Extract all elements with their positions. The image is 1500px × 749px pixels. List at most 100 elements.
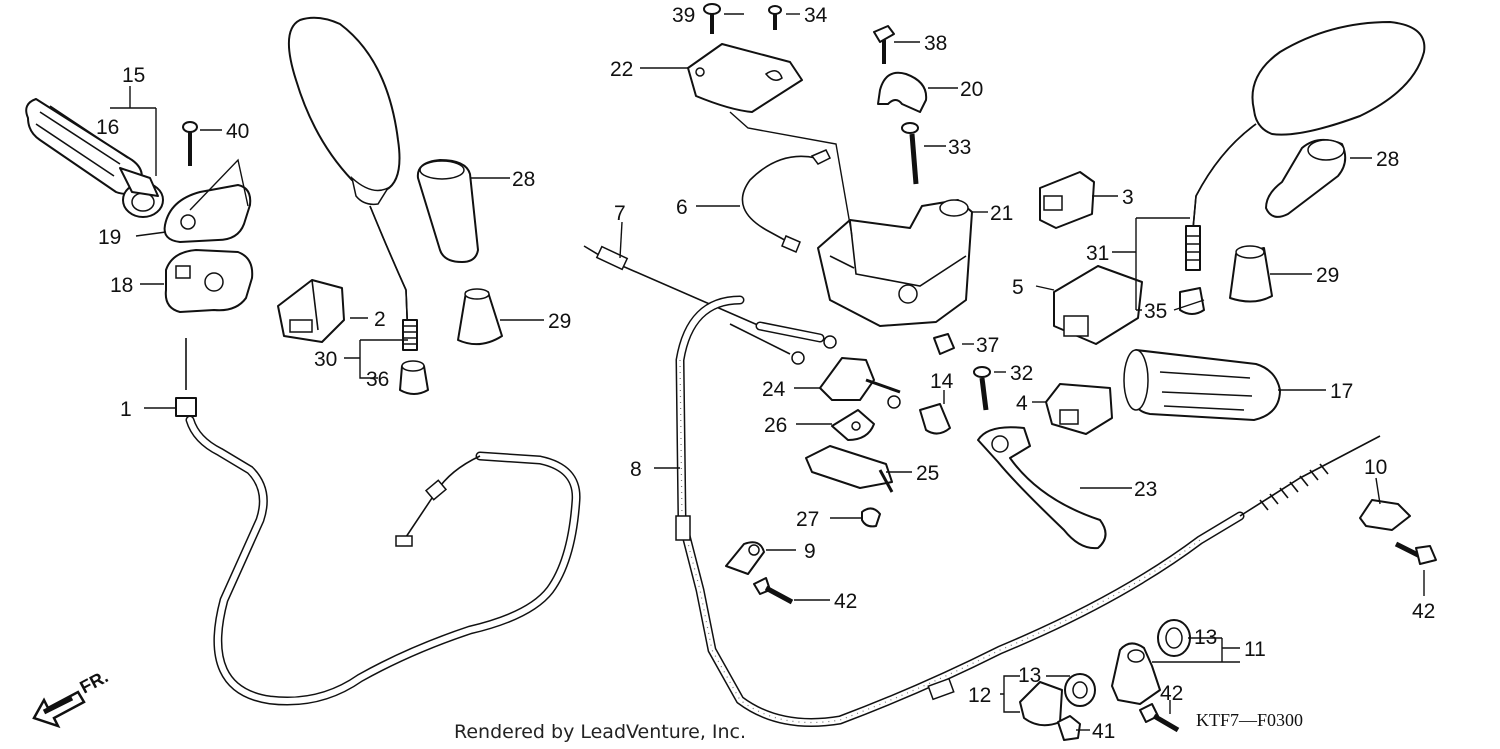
callout-40: 40 — [226, 120, 249, 143]
switch-cover-22 — [687, 43, 803, 113]
bolt-38 — [873, 25, 895, 64]
bolt-32 — [973, 366, 991, 411]
leader-lines — [110, 13, 1425, 731]
callout-23: 23 — [1134, 478, 1157, 501]
cable-7 — [583, 245, 837, 365]
callout-labels: 15 16 40 19 18 1 2 30 36 28 29 39 34 22 … — [96, 4, 1435, 743]
callout-5: 5 — [1012, 276, 1024, 299]
throttle-housing-upper — [163, 184, 252, 243]
bolt-42-bottom — [1139, 703, 1180, 733]
mirror-boot-left-lower — [457, 288, 503, 346]
cable-clamp-9 — [725, 541, 765, 575]
throttle-cable — [175, 338, 581, 706]
callout-38: 38 — [924, 32, 947, 55]
callout-13-lower: 13 — [1018, 664, 1041, 687]
callout-3: 3 — [1122, 186, 1134, 209]
screw-40 — [182, 121, 198, 166]
callout-2: 2 — [374, 308, 386, 331]
callout-14: 14 — [930, 370, 954, 393]
callout-29-left: 29 — [548, 310, 571, 333]
bolt-42-right — [1394, 541, 1437, 565]
callout-25: 25 — [916, 462, 939, 485]
callout-9: 9 — [804, 540, 816, 563]
callout-28-left: 28 — [512, 168, 535, 191]
grommet-13-lower — [1064, 673, 1096, 707]
front-direction-arrow: FR. — [32, 666, 111, 729]
diagram-code: KTF7—F0300 — [1196, 710, 1303, 730]
callout-28-right: 28 — [1376, 148, 1399, 171]
callout-22: 22 — [610, 58, 633, 81]
callout-20: 20 — [960, 78, 983, 101]
front-direction-label: FR. — [76, 666, 111, 697]
grommet-13-upper — [1157, 619, 1191, 657]
callout-31: 31 — [1086, 242, 1109, 265]
callout-12: 12 — [968, 684, 991, 707]
mirror-boot-right — [1265, 138, 1347, 218]
switch-housing-21 — [817, 199, 973, 327]
screw-34 — [768, 5, 782, 30]
dust-seal-14 — [919, 403, 951, 435]
callout-42-center: 42 — [834, 590, 857, 613]
callout-42-right: 42 — [1412, 600, 1435, 623]
callout-41: 41 — [1092, 720, 1115, 743]
right-grip — [1123, 349, 1281, 421]
brake-cable-8 — [675, 295, 1381, 727]
callout-29-right: 29 — [1316, 264, 1339, 287]
callout-27: 27 — [796, 508, 819, 531]
cable-guide-11 — [1111, 642, 1161, 705]
left-grip — [25, 98, 164, 218]
callout-4: 4 — [1016, 392, 1028, 415]
nut-35 — [1179, 287, 1205, 315]
switch-5 — [1053, 265, 1143, 345]
callout-6: 6 — [676, 196, 688, 219]
callout-33: 33 — [948, 136, 971, 159]
throttle-housing-lower — [164, 249, 254, 313]
right-mirror — [1185, 21, 1426, 271]
bracket-10 — [1359, 499, 1411, 531]
left-mirror — [287, 16, 418, 351]
nut-36 — [399, 360, 429, 395]
switch-2 — [277, 279, 345, 343]
callout-10: 10 — [1364, 456, 1387, 479]
callout-35: 35 — [1144, 300, 1167, 323]
callout-42-bottom: 42 — [1160, 682, 1183, 705]
callout-16: 16 — [96, 116, 119, 139]
clip-27 — [861, 507, 881, 528]
callout-24: 24 — [762, 378, 786, 401]
callout-11: 11 — [1244, 638, 1266, 661]
clamp-20 — [877, 71, 928, 113]
callout-26: 26 — [764, 414, 787, 437]
callout-34: 34 — [804, 4, 828, 27]
callout-1: 1 — [120, 398, 132, 421]
callout-37: 37 — [976, 334, 999, 357]
callout-8: 8 — [630, 458, 642, 481]
plate-26 — [831, 409, 875, 441]
wire-harness-6 — [741, 149, 832, 253]
callout-39: 39 — [672, 4, 695, 27]
nut-37 — [933, 333, 955, 355]
callout-7: 7 — [614, 202, 626, 225]
callout-32: 32 — [1010, 362, 1033, 385]
render-credit: Rendered by LeadVenture, Inc. — [454, 721, 746, 743]
callout-17: 17 — [1330, 380, 1353, 403]
lever-bracket-24 — [819, 357, 901, 409]
switch-3 — [1039, 171, 1095, 229]
callout-15: 15 — [122, 64, 145, 87]
bolt-33 — [901, 122, 919, 185]
callout-30: 30 — [314, 348, 337, 371]
callout-13-upper: 13 — [1194, 626, 1217, 649]
mirror-boot-right-lower — [1229, 245, 1273, 303]
screw-39 — [703, 3, 721, 34]
nut-41 — [1057, 715, 1081, 741]
brake-lever-23 — [977, 426, 1107, 550]
mirror-boot-left — [416, 159, 479, 263]
callout-19: 19 — [98, 226, 121, 249]
equalizer-25 — [805, 445, 894, 493]
callout-18: 18 — [110, 274, 133, 297]
switch-4 — [1045, 383, 1113, 435]
callout-21: 21 — [990, 202, 1013, 225]
bolt-42-center — [753, 577, 794, 605]
holder-12 — [1019, 681, 1063, 727]
callout-36: 36 — [366, 368, 389, 391]
